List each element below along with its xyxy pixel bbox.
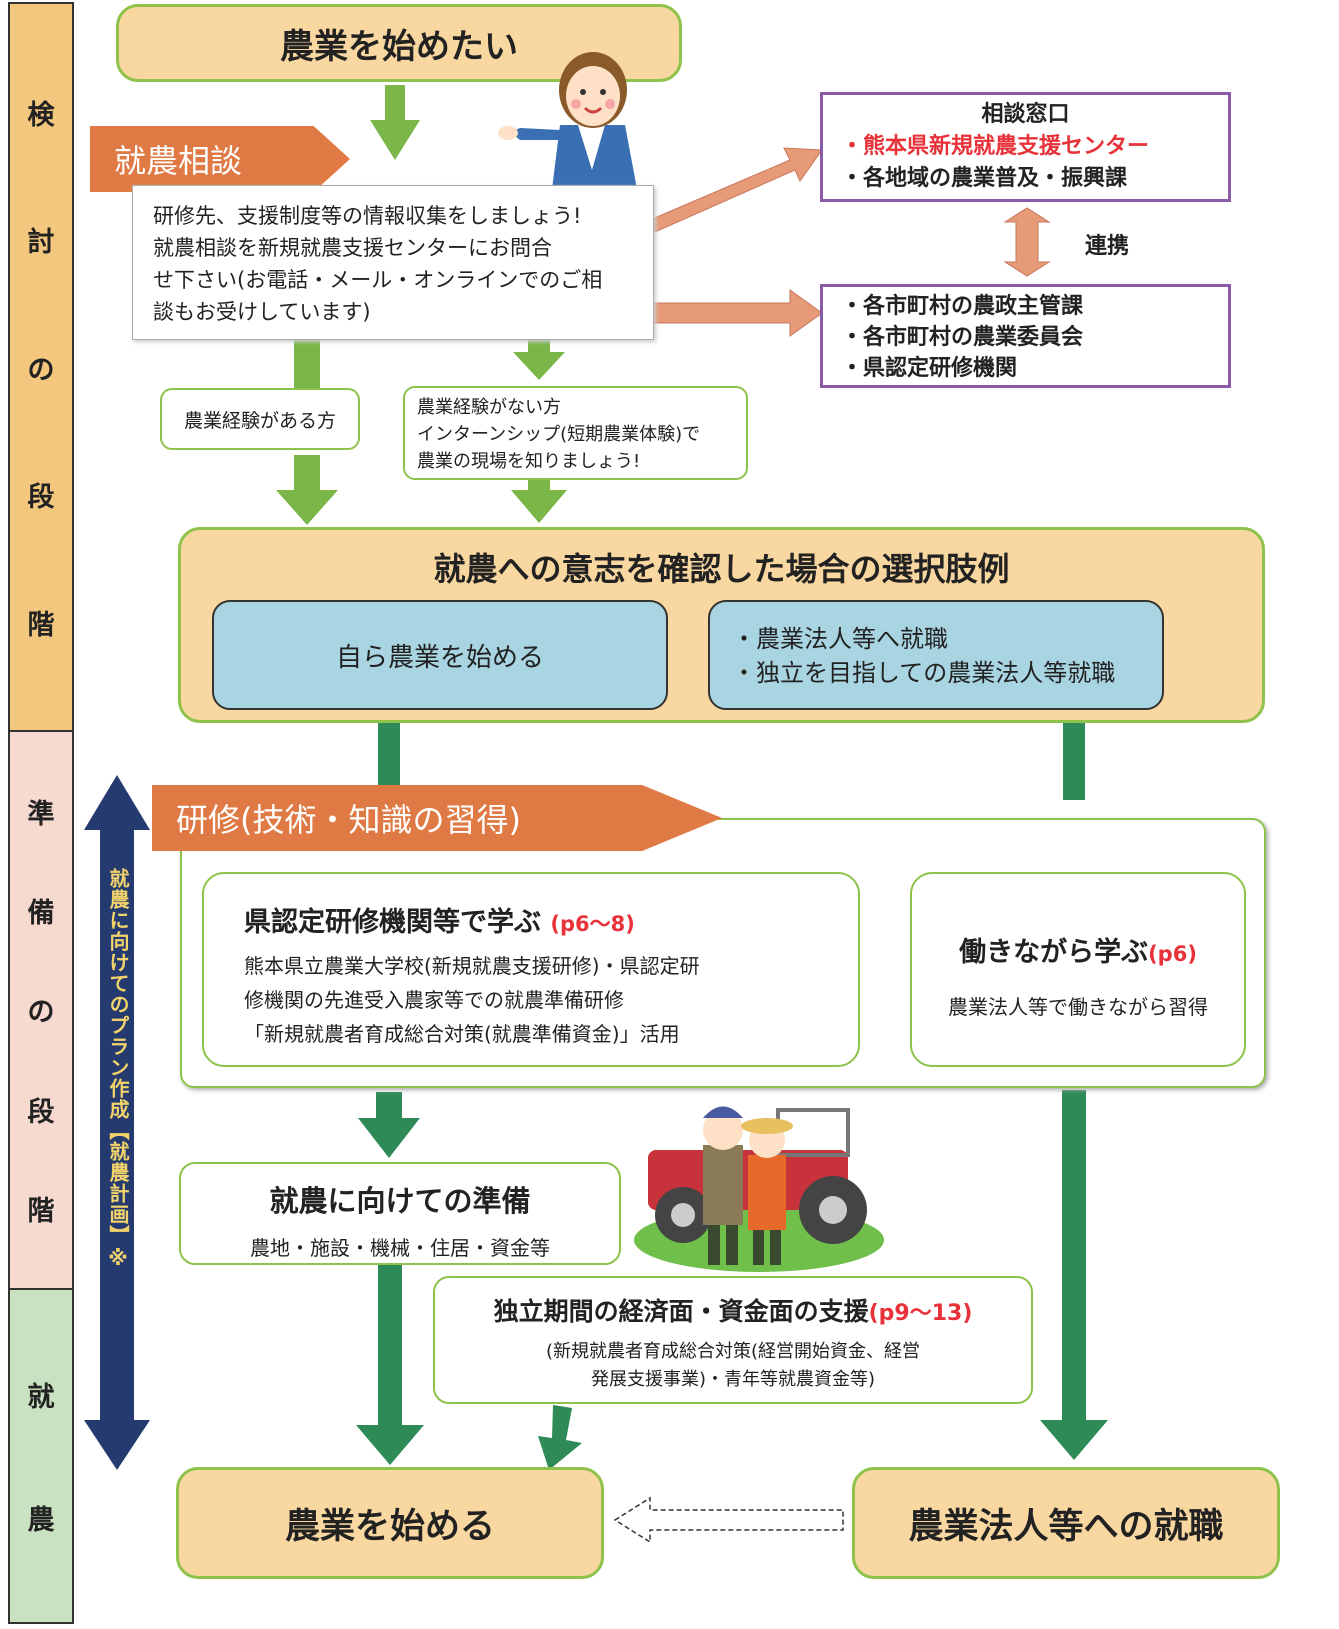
consult-tag: 就農相談: [90, 126, 350, 192]
arrow-shaft: [1063, 720, 1085, 800]
training-work-box: 働きながら学ぶ(p6) 農業法人等で働きながら習得: [910, 872, 1246, 1067]
experience-no-box: 農業経験がない方 インターンシップ(短期農業体験)で 農業の現場を知りましょう!: [403, 386, 748, 480]
choices-title: 就農への意志を確認した場合の選択肢例: [433, 550, 1010, 588]
end-start-box: 農業を始める: [176, 1467, 604, 1579]
consult-window-title: 相談窓口: [981, 102, 1070, 127]
support-line: 発展支援事業)・青年等就農資金等): [590, 1369, 876, 1390]
arrow-down-icon: [511, 480, 567, 523]
municipal-item: ・県認定研修機関: [841, 356, 1018, 381]
phase-farming-char: 就: [27, 1381, 55, 1413]
arrow-right-icon: [652, 289, 823, 337]
experience-yes-label: 農業経験がある方: [183, 409, 336, 432]
institution-line: 修機関の先進受入農家等での就農準備研修: [244, 988, 624, 1012]
arrow-shaft: [378, 720, 400, 788]
consult-tag-label: 就農相談: [114, 142, 243, 180]
institution-line: 「新規就農者育成総合対策(就農準備資金)」活用: [244, 1022, 680, 1046]
work-text: 農業法人等で働きながら習得: [948, 995, 1208, 1019]
end-start-label: 農業を始める: [284, 1506, 495, 1547]
phase-prep-char: の: [27, 997, 55, 1029]
choice-corp-line: ・農業法人等へ就職: [732, 625, 948, 653]
training-institution-box: 県認定研修機関等で学ぶ (p6〜8) 熊本県立農業大学校(新規就農支援研修)・県…: [202, 872, 860, 1067]
consult-line: 談もお受けしています): [153, 300, 371, 324]
prep-text: 農地・施設・機械・住居・資金等: [250, 1236, 550, 1260]
support-box: 独立期間の経済面・資金面の支援(p9〜13) (新規就農者育成総合対策(経営開始…: [433, 1276, 1033, 1404]
phase-prep-char: 段: [27, 1096, 55, 1128]
work-title: 働きながら学ぶ: [959, 937, 1149, 968]
institution-title: 県認定研修機関等で学ぶ: [244, 907, 541, 938]
consult-info-box: 研修先、支援制度等の情報収集をしましょう! 就農相談を新規就農支援センターにお問…: [132, 185, 654, 340]
experience-yes-box: 農業経験がある方: [160, 388, 360, 450]
double-arrow-icon: [1003, 207, 1051, 277]
plan-label: 就農に向けてのプラン作成【就農計画】※: [106, 868, 130, 1271]
phase-prep: 準 備 の 段 階: [8, 730, 74, 1290]
consult-line: 就農相談を新規就農支援センターにお問合: [153, 236, 552, 260]
plan-double-arrow-icon: [84, 775, 150, 1470]
staff-woman-icon: [498, 52, 640, 205]
arrow-down-icon: [356, 1265, 424, 1465]
phase-study: 検 討 の 段 階: [8, 2, 74, 732]
training-tag-label: 研修(技術・知識の習得): [176, 801, 521, 839]
arrow-down-icon: [1040, 1090, 1108, 1460]
work-page-ref: (p6): [1148, 942, 1197, 966]
phase-study-char: 段: [27, 482, 55, 513]
choice-self-label: 自ら農業を始める: [335, 642, 544, 673]
municipal-box: ・各市町村の農政主管課 ・各市町村の農業委員会 ・県認定研修機関: [820, 284, 1231, 388]
end-job-box: 農業法人等への就職: [852, 1467, 1280, 1579]
arrow-down-icon: [513, 340, 565, 380]
experience-no-line: インターンシップ(短期農業体験)で: [417, 424, 701, 445]
phase-prep-char: 階: [27, 1195, 55, 1227]
phase-study-char: 階: [27, 609, 55, 641]
institution-line: 熊本県立農業大学校(新規就農支援研修)・県認定研: [244, 954, 700, 978]
phase-study-char: 討: [27, 227, 55, 258]
consult-line: 研修先、支援制度等の情報収集をしましょう!: [153, 204, 582, 228]
arrow-down-icon: [276, 455, 338, 525]
experience-no-line: 農業経験がない方: [417, 397, 561, 418]
start-label: 農業を始めたい: [280, 26, 518, 67]
phase-farming: 就 農: [8, 1288, 74, 1624]
dashed-left-arrow-icon: [613, 1496, 844, 1544]
phase-study-char: の: [27, 354, 55, 386]
regional-office-item: ・各地域の農業普及・振興課: [841, 166, 1128, 191]
phase-farming-char: 農: [27, 1505, 55, 1537]
consult-line: せ下さい(お電話・メール・オンラインでのご相: [153, 268, 603, 292]
support-page-ref: (p9〜13): [868, 1301, 973, 1326]
arrow-down-icon: [370, 85, 420, 160]
institution-page-ref: (p6〜8): [550, 912, 635, 936]
arrow-down-icon: [358, 1092, 420, 1158]
support-center-item: ・熊本県新規就農支援センター: [841, 134, 1150, 159]
end-job-label: 農業法人等への就職: [908, 1506, 1224, 1547]
consult-window-box: 相談窓口 ・熊本県新規就農支援センター ・各地域の農業普及・振興課: [820, 92, 1231, 202]
choice-self-box: 自ら農業を始める: [212, 600, 668, 710]
phase-prep-char: 準: [27, 799, 55, 831]
farmers-tractor-icon: [634, 1106, 884, 1272]
support-line: (新規就農者育成総合対策(経営開始資金、経営: [545, 1341, 921, 1362]
phase-prep-char: 備: [27, 898, 55, 930]
support-title: 独立期間の経済面・資金面の支援: [493, 1297, 869, 1326]
renkei-label: 連携: [1085, 234, 1130, 259]
choice-corp-line: ・独立を目指しての農業法人等就職: [732, 659, 1116, 687]
arrow-right-icon: [649, 147, 823, 233]
arrow-diag-icon: [538, 1405, 582, 1470]
municipal-item: ・各市町村の農業委員会: [841, 325, 1084, 350]
phase-study-char: 検: [27, 99, 55, 131]
experience-no-line: 農業の現場を知りましょう!: [417, 451, 641, 472]
prep-title: 就農に向けての準備: [269, 1184, 531, 1218]
training-tag: 研修(技術・知識の習得): [152, 785, 722, 851]
choice-corp-box: ・農業法人等へ就職 ・独立を目指しての農業法人等就職: [708, 600, 1164, 710]
municipal-item: ・各市町村の農政主管課: [841, 294, 1084, 319]
prep-box: 就農に向けての準備 農地・施設・機械・住居・資金等: [179, 1162, 621, 1265]
